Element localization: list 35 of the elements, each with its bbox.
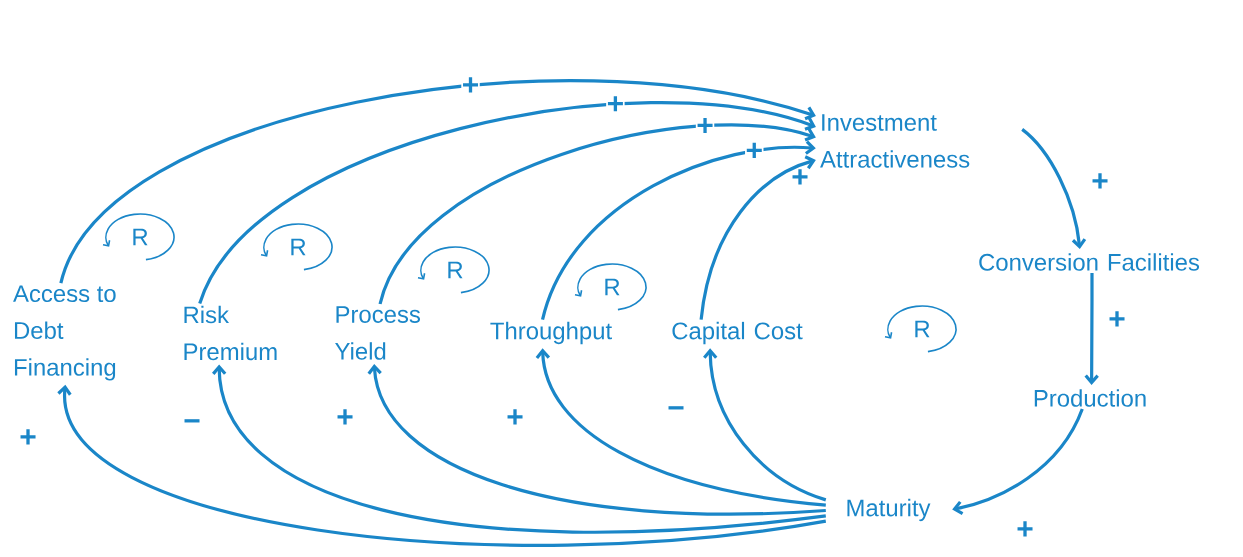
polarity-sign: + (1017, 521, 1033, 537)
arrow (541, 140, 816, 321)
variable-label: Throughput (490, 321, 612, 345)
arrow (952, 408, 1084, 515)
arrow (1021, 128, 1087, 250)
variable-label: Production (1034, 389, 1146, 407)
polarity-sign: + (695, 117, 715, 136)
arrow (367, 363, 826, 516)
arrow (378, 123, 816, 305)
arrow (59, 79, 816, 284)
polarity-sign: + (461, 76, 480, 96)
polarity-sign: + (507, 409, 523, 425)
polarity-sign: + (337, 409, 353, 425)
variable-label: Capital Cost (672, 321, 803, 345)
variable-label: Maturity (847, 498, 931, 522)
polarity-sign: + (20, 429, 36, 445)
variable-label: Conversion Facilities (979, 253, 1200, 271)
arrow (703, 348, 827, 502)
arrow (535, 348, 826, 507)
polarity-sign: − (668, 406, 684, 410)
polarity-sign: + (792, 169, 808, 185)
polarity-sign: − (184, 419, 200, 423)
polarity-sign: + (745, 142, 764, 161)
variable-label: Access to Debt Financing (13, 285, 116, 381)
variable-label: Investment Attractiveness (820, 114, 970, 168)
polarity-sign: + (1092, 173, 1108, 189)
arrow (198, 101, 816, 305)
arrow (699, 155, 816, 320)
arrow (1084, 272, 1099, 385)
polarity-sign: + (606, 95, 625, 115)
polarity-sign: + (1109, 311, 1125, 327)
variable-label: Process Yield (335, 306, 420, 360)
arrow (57, 384, 827, 547)
arrow (212, 364, 826, 534)
variable-label: Risk Premium (184, 305, 277, 361)
